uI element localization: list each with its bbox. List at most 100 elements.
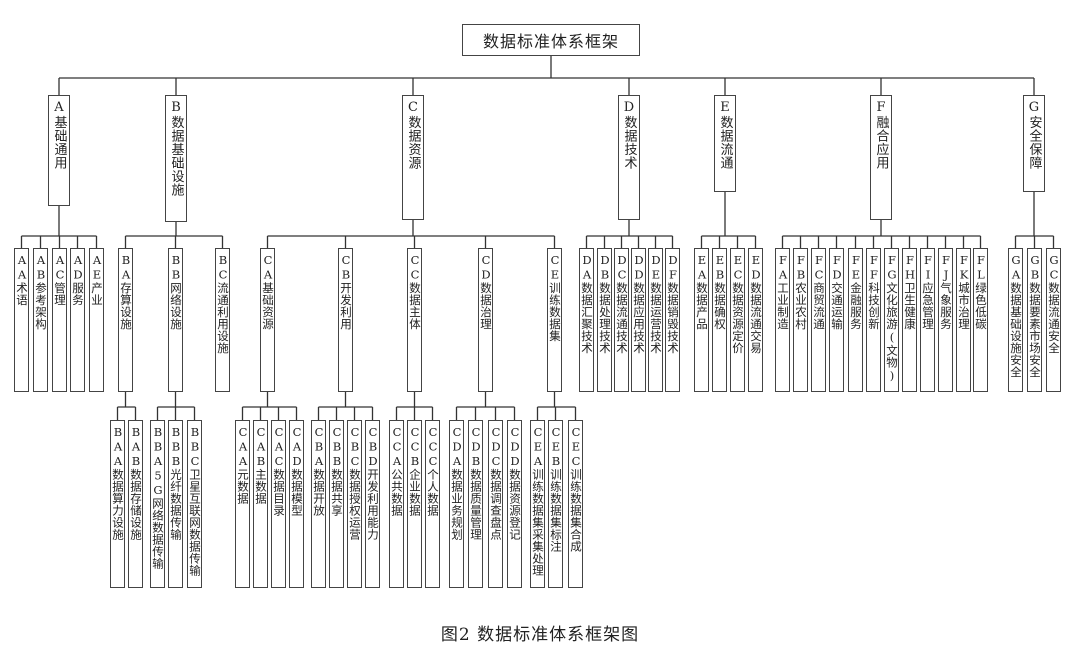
node-label: G安全保障 [1026, 100, 1042, 170]
node-aa: AA术语 [14, 248, 29, 392]
node-cba: CBA数据开放 [311, 420, 326, 588]
node-label: BBB光纤数据传输 [169, 425, 183, 541]
node-cac: CAC数据目录 [271, 420, 286, 588]
node-de: DE数据运营技术 [648, 248, 663, 392]
node-bbb: BBB光纤数据传输 [168, 420, 183, 588]
node-gb: GB数据要素市场安全 [1027, 248, 1042, 392]
node-fe: FE金融服务 [848, 248, 863, 392]
node-ga: GA数据基础设施安全 [1008, 248, 1023, 392]
node-df: DF数据销毁技术 [665, 248, 680, 392]
node-ff: FF科技创新 [866, 248, 881, 392]
node-cec: CEC训练数据集合成 [568, 420, 583, 588]
node-label: DE数据运营技术 [649, 253, 663, 354]
node-cda: CDA数据业务规划 [449, 420, 464, 588]
node-label: BAA数据算力设施 [111, 425, 125, 541]
node-label: C数据资源 [405, 100, 421, 170]
node-label: FF科技创新 [867, 253, 881, 330]
node-fc: FC商贸流通 [811, 248, 826, 392]
node-label: CBA数据开放 [312, 425, 326, 517]
node-label: AA术语 [15, 253, 29, 306]
node-label: AE产业 [90, 253, 104, 306]
node-label: DC数据流通技术 [615, 253, 629, 354]
node-label: A基础通用 [51, 100, 67, 170]
root-node: 数据标准体系框架 [462, 24, 640, 56]
node-dd: DD数据应用技术 [631, 248, 646, 392]
node-label: FA工业制造 [776, 253, 790, 330]
node-label: BC流通利用设施 [216, 253, 230, 354]
node-label: CBC数据授权运营 [348, 425, 362, 541]
node-ab: AB参考架构 [33, 248, 48, 392]
node-label: AB参考架构 [34, 253, 48, 330]
node-label: E数据流通 [717, 100, 733, 170]
node-label: CDD数据资源登记 [508, 425, 522, 541]
node-bc: BC流通利用设施 [215, 248, 230, 392]
node-da: DA数据汇聚技术 [579, 248, 594, 392]
node-ccb: CCB企业数据 [407, 420, 422, 588]
node-label: BB网络设施 [169, 253, 183, 330]
node-cdd: CDD数据资源登记 [507, 420, 522, 588]
node-cad: CAD数据模型 [289, 420, 304, 588]
node-cc: CC数据主体 [407, 248, 422, 392]
node-label: CEA训练数据集采集处理 [531, 425, 545, 577]
node-cd: CD数据治理 [478, 248, 493, 392]
node-bab: BAB数据存储设施 [128, 420, 143, 588]
node-ce: CE训练数据集 [547, 248, 562, 392]
figure-caption: 图2 数据标准体系框架图 [440, 625, 640, 645]
node-label: CCA公共数据 [390, 425, 404, 517]
node-g: G安全保障 [1023, 95, 1045, 192]
node-cbd: CBD开发利用能力 [365, 420, 380, 588]
node-ea: EA数据产品 [694, 248, 709, 392]
node-caa: CAA元数据 [235, 420, 250, 588]
node-label: D数据技术 [621, 100, 637, 170]
node-bb: BB网络设施 [168, 248, 183, 392]
node-cbb: CBB数据共享 [329, 420, 344, 588]
node-label: AD服务 [71, 253, 85, 306]
node-cea: CEA训练数据集采集处理 [530, 420, 545, 588]
node-label: CEC训练数据集合成 [569, 425, 583, 553]
node-label: CDC数据调查盘点 [489, 425, 503, 541]
node-fh: FH卫生健康 [902, 248, 917, 392]
node-label: CDA数据业务规划 [450, 425, 464, 541]
node-label: DF数据销毁技术 [666, 253, 680, 354]
node-label: CE训练数据集 [548, 253, 562, 342]
node-b: B数据基础设施 [165, 95, 187, 222]
node-label: CEB训练数据集标注 [549, 425, 563, 553]
node-label: CCB企业数据 [408, 425, 422, 517]
node-ae: AE产业 [89, 248, 104, 392]
node-label: CAA元数据 [236, 425, 250, 505]
node-label: EB数据确权 [713, 253, 727, 330]
node-cdb: CDB数据质量管理 [468, 420, 483, 588]
node-label: FB农业农村 [794, 253, 808, 330]
node-label: FJ气象服务 [939, 253, 953, 330]
node-ba: BA存算设施 [118, 248, 133, 392]
node-fg: FG文化旅游(文物) [884, 248, 899, 392]
node-label: FG文化旅游(文物) [885, 253, 899, 383]
node-label: DD数据应用技术 [632, 253, 646, 354]
node-label: FI应急管理 [921, 253, 935, 330]
node-label: CAC数据目录 [272, 425, 286, 517]
node-label: FE金融服务 [849, 253, 863, 330]
node-label: GC数据流通安全 [1047, 253, 1061, 354]
node-label: EA数据产品 [695, 253, 709, 330]
node-label: CDB数据质量管理 [469, 425, 483, 541]
node-label: ED数据流通交易 [749, 253, 763, 354]
node-label: F融合应用 [873, 100, 889, 170]
node-f: F融合应用 [870, 95, 892, 220]
node-fd: FD交通运输 [829, 248, 844, 392]
node-gc: GC数据流通安全 [1046, 248, 1061, 392]
node-fb: FB农业农村 [793, 248, 808, 392]
node-cca: CCA公共数据 [389, 420, 404, 588]
node-label: BA存算设施 [119, 253, 133, 330]
node-label: BAB数据存储设施 [129, 425, 143, 541]
node-c: C数据资源 [402, 95, 424, 220]
node-label: CD数据治理 [479, 253, 493, 330]
node-label: FD交通运输 [830, 253, 844, 330]
node-ec: EC数据资源定价 [730, 248, 745, 392]
node-ccc: CCC个人数据 [425, 420, 440, 588]
node-label: CBD开发利用能力 [366, 425, 380, 541]
node-label: CAD数据模型 [290, 425, 304, 517]
node-label: AC管理 [53, 253, 67, 306]
node-fj: FJ气象服务 [938, 248, 953, 392]
